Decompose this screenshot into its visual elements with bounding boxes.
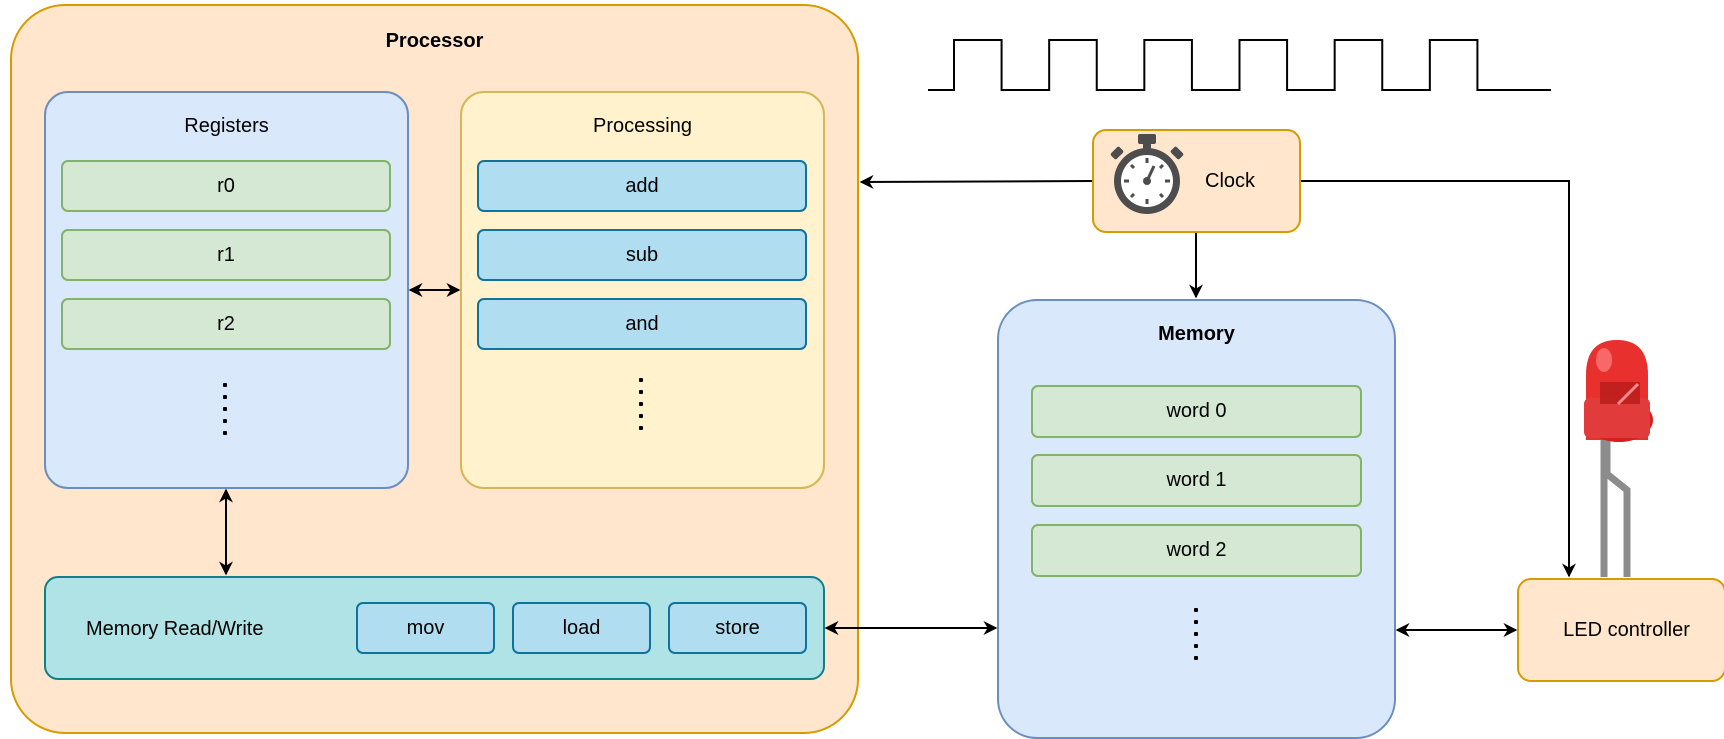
processor-title: Processor xyxy=(385,30,484,52)
arrow-clock-led xyxy=(1301,180,1576,578)
register-r0: r0 xyxy=(61,160,391,212)
processing-more-ellipsis xyxy=(639,378,645,438)
red-led-icon xyxy=(1584,340,1653,577)
led-controller-label: LED controller xyxy=(1563,618,1690,641)
registers-title: Registers xyxy=(184,115,269,137)
memory-word-0: word 0 xyxy=(1031,385,1362,438)
memory-block: Memory xyxy=(997,299,1396,739)
processing-title: Processing xyxy=(593,115,692,137)
processing-and: and xyxy=(477,298,807,350)
registers-more-ellipsis xyxy=(223,383,229,443)
memory-word-1: word 1 xyxy=(1031,454,1362,507)
register-r1: r1 xyxy=(61,229,391,281)
arrow-clock-processor xyxy=(859,174,1093,189)
processing-block: Processing xyxy=(460,91,825,489)
memrw-load: load xyxy=(512,602,651,654)
memory-more-ellipsis xyxy=(1194,608,1200,668)
memory-read-write-title: Memory Read/Write xyxy=(86,618,264,640)
memrw-store: store xyxy=(668,602,807,654)
diagram-connectors xyxy=(219,39,1653,637)
register-r2: r2 xyxy=(61,298,391,350)
led-controller-block: LED controller xyxy=(1517,578,1724,682)
memrw-mov: mov xyxy=(356,602,495,654)
memory-title: Memory xyxy=(1158,323,1235,345)
clock-label: Clock xyxy=(1205,170,1256,192)
memory-word-2: word 2 xyxy=(1031,524,1362,577)
clock-waveform xyxy=(928,39,1551,91)
processing-add: add xyxy=(477,160,807,212)
stopwatch-icon xyxy=(1110,134,1184,214)
processing-sub: sub xyxy=(477,229,807,281)
